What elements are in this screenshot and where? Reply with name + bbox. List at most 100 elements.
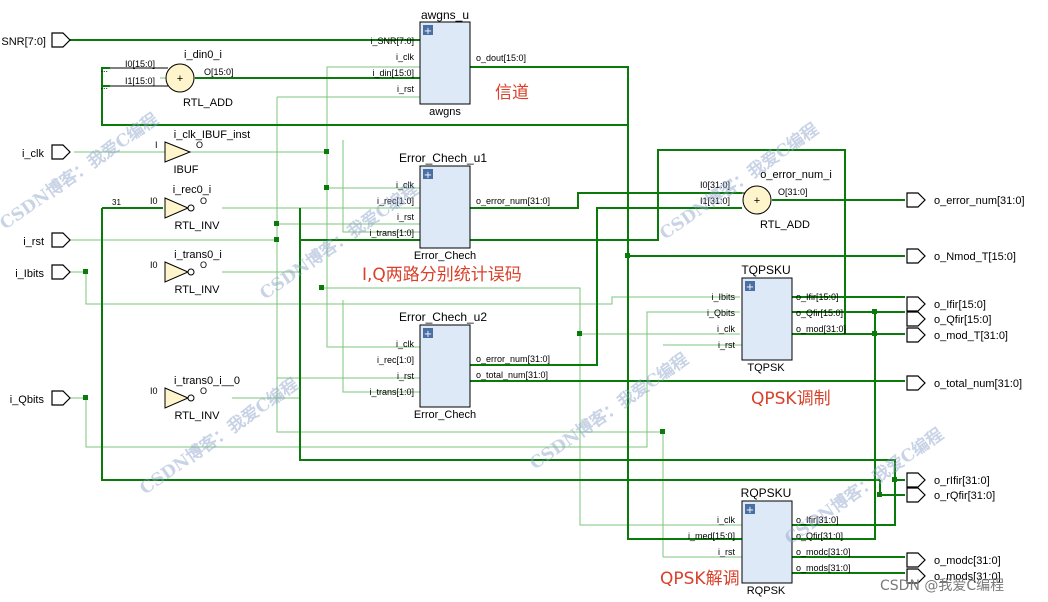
plus-icon: + [746, 282, 754, 293]
output-port-rifir[interactable]: o_rIfir[31:0] [906, 472, 990, 488]
pin-label: O[31:0] [778, 187, 808, 197]
pin-label: i_clk [396, 52, 415, 62]
pin-label: O [200, 196, 207, 206]
gate-add-error-num[interactable]: o_error_num_i + I0[31:0] I1[31:0] O[31:0… [700, 169, 832, 231]
pin-label: i_rst [397, 84, 415, 94]
port-label: o_mod_T[31:0] [934, 330, 1008, 342]
block-type-name: Error_Chech [414, 250, 476, 262]
pin-label: I0 [150, 260, 158, 270]
port-arrow-icon [51, 232, 71, 248]
input-port-qbits[interactable]: i_Qbits [10, 390, 71, 406]
block-type-name: RQPSK [747, 585, 786, 597]
gate-add-din0[interactable]: i_din0_i + I0[15:0] I1[15:0] ... ... O[1… [100, 49, 233, 109]
gate-inv-rec0[interactable]: i_rec0_i I0 O 31 RTL_INV [112, 184, 220, 232]
input-port-clk[interactable]: i_clk [22, 144, 71, 160]
input-port-snr[interactable]: SNR[7:0] [1, 32, 71, 48]
block-rqpsk[interactable]: RQPSKU + i_clk i_med[15:0] i_rst o_Ifir[… [688, 486, 851, 597]
inverter-bubble-icon [187, 394, 195, 402]
inverter-triangle-icon [164, 261, 190, 283]
port-label: o_rQfir[31:0] [934, 490, 995, 502]
annotation-qpsk-mod: QPSK调制 [751, 389, 831, 409]
annotation-qpsk-demod: QPSK解调 [660, 569, 740, 589]
port-label: o_Nmod_T[15:0] [934, 251, 1016, 263]
watermark-text: CSDN博客：我爱C编程 [781, 424, 948, 549]
pin-label: o_mods[31:0] [796, 563, 851, 573]
annotation-channel: 信道 [495, 83, 529, 103]
pin-label: i_clk [717, 324, 736, 334]
pin-label: i_SNR[7:0] [370, 36, 414, 46]
gate-type-name: RTL_ADD [183, 97, 233, 109]
gate-inv-trans0[interactable]: i_trans0_i I0 O RTL_INV [150, 249, 222, 296]
output-port-error-num[interactable]: o_error_num[31:0] [906, 192, 1025, 208]
watermark-footer: CSDN @我爱C编程 [880, 578, 1004, 594]
pin-label: o_Ifir[15:0] [796, 292, 839, 302]
port-label: o_Ifir[15:0] [934, 299, 986, 311]
block-error-chech-u2[interactable]: Error_Chech_u2 + i_clk i_rec[1:0] i_rst … [369, 310, 550, 421]
block-body [419, 324, 471, 408]
output-port-nmod[interactable]: o_Nmod_T[15:0] [906, 248, 1016, 264]
port-label: o_Qfir[15:0] [934, 314, 991, 326]
pin-label: i_rst [397, 212, 415, 222]
port-label: o_rIfir[31:0] [934, 475, 990, 487]
inverter-triangle-icon [164, 387, 190, 409]
block-tqpsk[interactable]: TQPSKU + i_Ibits i_Qbits i_clk i_rst o_I… [707, 263, 846, 374]
pin-label: o_error_num[31:0] [476, 196, 550, 206]
plus-icon: + [424, 170, 432, 181]
port-label: i_rst [23, 236, 44, 248]
output-port-rqfir[interactable]: o_rQfir[31:0] [906, 487, 995, 503]
pin-label: i_Qbits [707, 308, 736, 318]
pin-label: I0[15:0] [125, 59, 155, 69]
pin-label: o_Qfir[31:0] [796, 531, 843, 541]
port-arrow-icon [51, 390, 71, 406]
pin-label: i_clk [717, 515, 736, 525]
output-port-total-num[interactable]: o_total_num[31:0] [906, 375, 1022, 391]
plus-icon: + [754, 195, 760, 207]
pin-label: o_error_num[31:0] [476, 354, 550, 364]
inverter-triangle-icon [164, 197, 190, 219]
gate-ibuf-clk[interactable]: i_clk_IBUF_inst I O IBUF [155, 129, 250, 176]
pin-label: o_modc[31:0] [796, 547, 851, 557]
expand-icon[interactable] [745, 504, 755, 514]
block-awgns[interactable]: awgns_u + i_SNR[7:0] i_clk i_din[15:0] i… [370, 8, 526, 118]
pin-label: i_clk [396, 180, 415, 190]
gate-inv-trans0-0[interactable]: i_trans0_i__0 I0 O RTL_INV [150, 375, 240, 422]
pin-label: o_Ifir[31:0] [796, 515, 839, 525]
expand-icon[interactable] [423, 25, 433, 35]
output-port-modc[interactable]: o_modc[31:0] [906, 552, 1001, 568]
pin-label: O [200, 386, 207, 396]
block-instance-name: Error_Chech_u2 [399, 310, 487, 324]
output-port-mods[interactable]: o_mods[31:0] [906, 568, 1001, 584]
buffer-triangle-icon [164, 141, 192, 163]
gate-type-name: RTL_INV [174, 220, 220, 232]
port-label: SNR[7:0] [1, 36, 46, 48]
port-arrow-icon [51, 264, 71, 280]
block-body [741, 277, 793, 361]
expand-icon[interactable] [423, 169, 433, 179]
output-port-ifir[interactable]: o_Ifir[15:0] [906, 296, 986, 312]
port-label: o_error_num[31:0] [934, 195, 1025, 207]
constant-label: 31 [112, 198, 121, 207]
pin-label: I [155, 140, 158, 150]
input-port-rst[interactable]: i_rst [23, 232, 71, 248]
annotation-iq-stats: I,Q两路分别统计误码 [362, 265, 522, 285]
port-label: o_mods[31:0] [934, 571, 1001, 583]
port-arrow-icon [906, 552, 926, 568]
port-label: i_Ibits [15, 268, 44, 280]
output-port-mod-t[interactable]: o_mod_T[31:0] [906, 327, 1008, 343]
expand-icon[interactable] [745, 281, 755, 291]
port-arrow-icon [906, 311, 926, 327]
inverter-bubble-icon [187, 268, 195, 276]
port-arrow-icon [51, 32, 71, 48]
output-port-qfir[interactable]: o_Qfir[15:0] [906, 311, 991, 327]
block-error-chech-u1[interactable]: Error_Chech_u1 + i_clk i_rec[1:0] i_rst … [369, 151, 550, 262]
port-arrow-icon [906, 296, 926, 312]
pin-label: o_total_num[31:0] [476, 370, 548, 380]
pin-label: i_trans[1:0] [369, 228, 414, 238]
plus-icon: + [177, 73, 183, 85]
adder-symbol [165, 63, 195, 93]
block-type-name: TQPSK [747, 362, 785, 374]
expand-icon[interactable] [423, 328, 433, 338]
pin-label: I0 [150, 386, 158, 396]
input-port-ibits[interactable]: i_Ibits [15, 264, 71, 280]
pin-label: I0 [150, 196, 158, 206]
